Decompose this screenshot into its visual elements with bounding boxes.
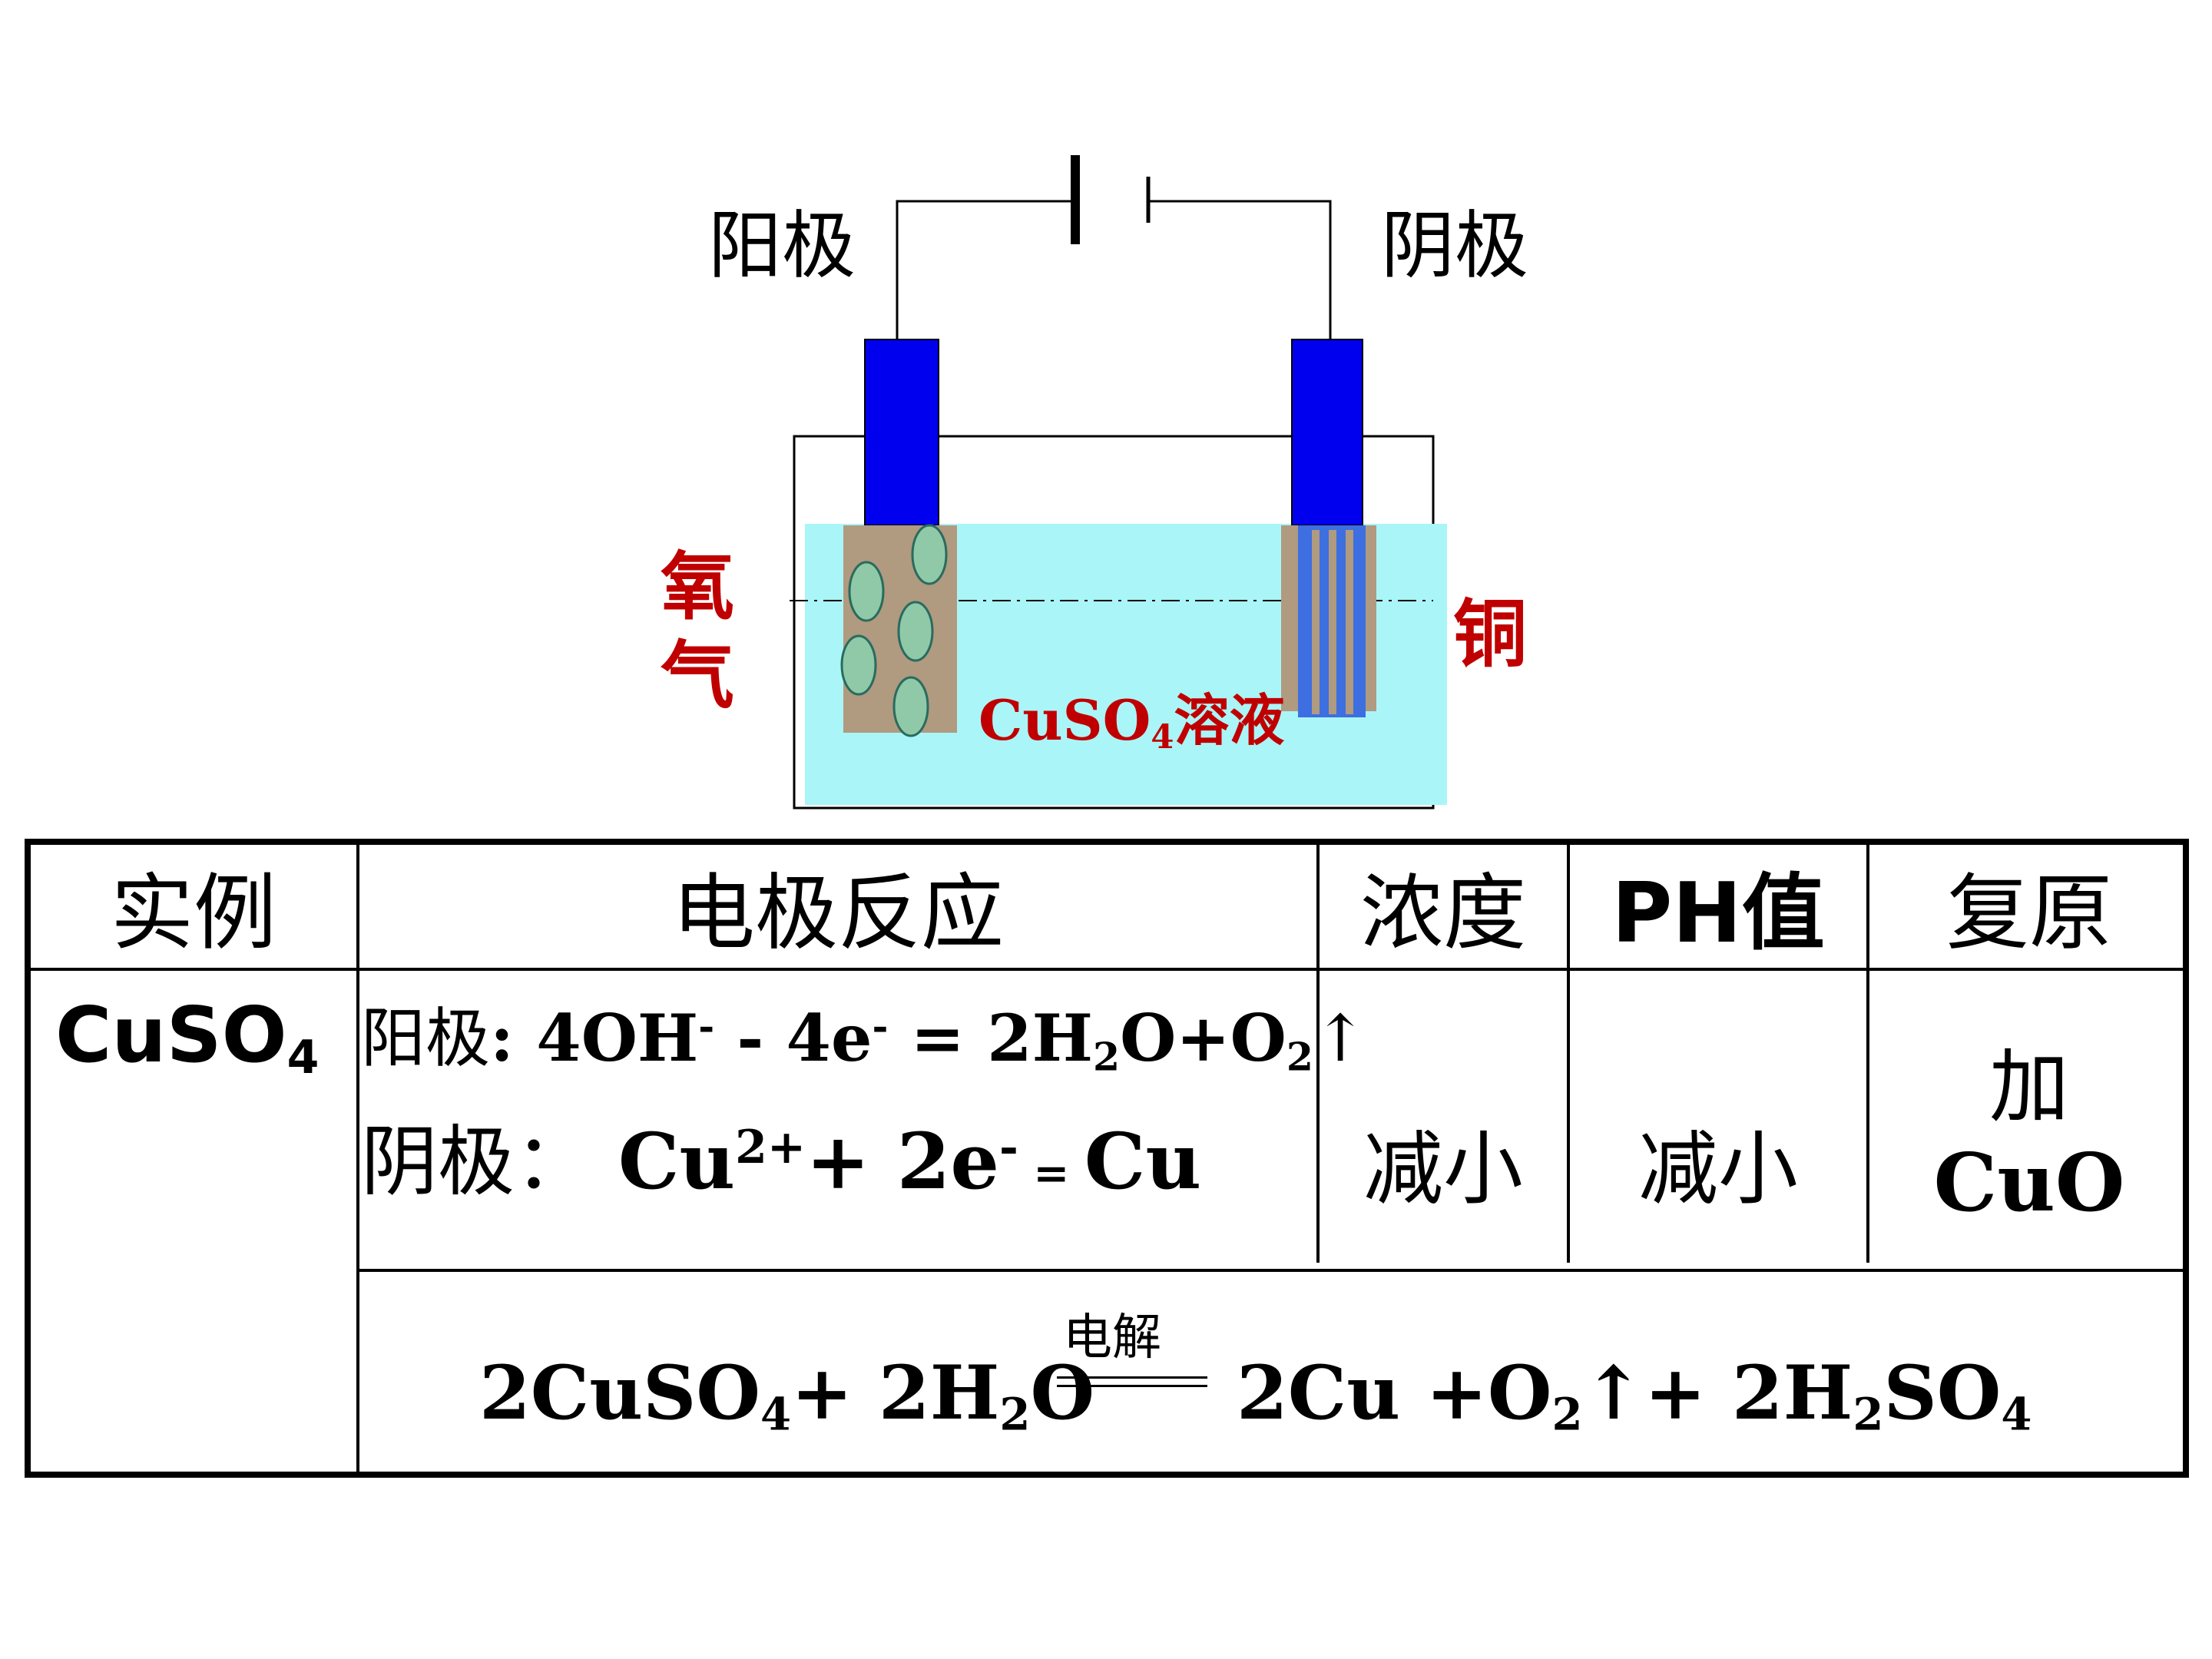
row-divider bbox=[356, 1269, 2183, 1272]
header-divider bbox=[31, 968, 2183, 971]
electrolysis-table: 实例 电极反应 浓度 PH值 复原 CuSO4 阳极: 4OH- - 4e- =… bbox=[25, 839, 2189, 1478]
anode-reaction: 阳极: 4OH- - 4e- = 2H2O+O2↑ bbox=[361, 1006, 1367, 1077]
col-divider bbox=[356, 845, 359, 1472]
example-formula-sub: 4 bbox=[286, 1031, 320, 1084]
overall-right-a-sub: 2 bbox=[1551, 1388, 1583, 1441]
concentration-value: 减小 bbox=[1363, 1121, 1523, 1216]
overall-left-c: O bbox=[1030, 1349, 1095, 1436]
solution-subscript: 4 bbox=[1151, 717, 1174, 757]
cathode-sup-b: - bbox=[998, 1121, 1018, 1174]
anode-sup-b: - bbox=[872, 1003, 889, 1049]
col-divider bbox=[1866, 845, 1869, 1263]
cathode-reaction: 阴极： Cu2++ 2e- = Cu bbox=[361, 1123, 1201, 1200]
oxygen-bubbles bbox=[840, 524, 948, 737]
cathode-term-c: Cu bbox=[1084, 1116, 1202, 1207]
anode-arrow: ↑ bbox=[1313, 1001, 1368, 1076]
anode-term-c: = 2H bbox=[888, 1000, 1094, 1076]
header-example: 实例 bbox=[110, 866, 276, 962]
restore-compound: CuO bbox=[1933, 1135, 2125, 1230]
cathode-reaction-prefix: 阴极： bbox=[361, 1117, 591, 1207]
solution-name: 溶液 bbox=[1174, 687, 1285, 753]
solution-label: CuSO4溶液 bbox=[979, 693, 1284, 753]
overall-left-b: + 2H bbox=[791, 1349, 1000, 1436]
oxygen-label-bottom: 气 bbox=[661, 632, 734, 719]
anode-term-a: 4OH bbox=[514, 1000, 699, 1076]
circuit-wires bbox=[896, 200, 1332, 339]
solution-formula: CuSO bbox=[979, 687, 1151, 753]
cathode-term-a: Cu bbox=[591, 1116, 736, 1207]
header-restore: 复原 bbox=[1945, 866, 2112, 962]
overall-left-a-sub: 4 bbox=[760, 1388, 792, 1441]
overall-equation-right: 2Cu +O2↑+ 2H2SO4 bbox=[1237, 1356, 2032, 1437]
anode-sup-a: - bbox=[698, 1003, 715, 1049]
col-divider bbox=[1567, 845, 1570, 1263]
overall-right-a: 2Cu +O bbox=[1237, 1349, 1552, 1436]
header-ph-text: PH值 bbox=[1611, 866, 1825, 962]
ph-value: 减小 bbox=[1637, 1121, 1798, 1216]
electrolysis-condition: 电解 bbox=[1063, 1310, 1161, 1366]
overall-left-b-sub: 2 bbox=[999, 1388, 1031, 1441]
reaction-double-line bbox=[1057, 1376, 1207, 1387]
electrolysis-cell-diagram bbox=[790, 155, 1447, 810]
battery-icon bbox=[1071, 155, 1151, 244]
anode-term-d: O+O bbox=[1120, 1000, 1286, 1076]
header-concentration: 浓度 bbox=[1359, 866, 1526, 962]
anode-sub-d: 2 bbox=[1286, 1034, 1313, 1080]
cathode-term-b: + 2e bbox=[806, 1116, 999, 1207]
restore-add: 加 bbox=[1988, 1040, 2069, 1134]
overall-left-a: 2CuSO bbox=[479, 1349, 760, 1436]
oxygen-label-top: 氧 bbox=[661, 543, 734, 630]
anode-label: 阳极 bbox=[708, 203, 856, 289]
overall-right-c-sub: 4 bbox=[2001, 1388, 2032, 1441]
header-ph: PH值 bbox=[1570, 845, 1866, 968]
col-divider bbox=[1316, 845, 1320, 1263]
header-reaction: 电极反应 bbox=[671, 866, 1004, 962]
cathode-equals: = bbox=[1018, 1148, 1084, 1199]
anode-term-b: - 4e bbox=[714, 1000, 873, 1076]
copper-label: 铜 bbox=[1453, 591, 1527, 677]
overall-right-b: ↑+ 2H bbox=[1582, 1349, 1853, 1436]
example-formula-main: CuSO bbox=[55, 990, 287, 1080]
restore-value: 加 CuO bbox=[1869, 971, 2189, 1269]
cathode-label: 阴极 bbox=[1381, 203, 1528, 289]
cathode-sup-a: 2+ bbox=[735, 1121, 806, 1174]
overall-equation: 2CuSO4+ 2H2O bbox=[479, 1356, 1094, 1437]
cathode-electrode bbox=[1281, 339, 1376, 717]
overall-right-c: SO bbox=[1883, 1349, 2002, 1436]
anode-sub-c: 2 bbox=[1093, 1034, 1121, 1080]
anode-colon: : bbox=[490, 1000, 515, 1076]
anode-reaction-prefix: 阳极 bbox=[361, 1001, 491, 1076]
overall-right-b-sub: 2 bbox=[1853, 1388, 1884, 1441]
example-formula: CuSO4 bbox=[55, 997, 319, 1081]
